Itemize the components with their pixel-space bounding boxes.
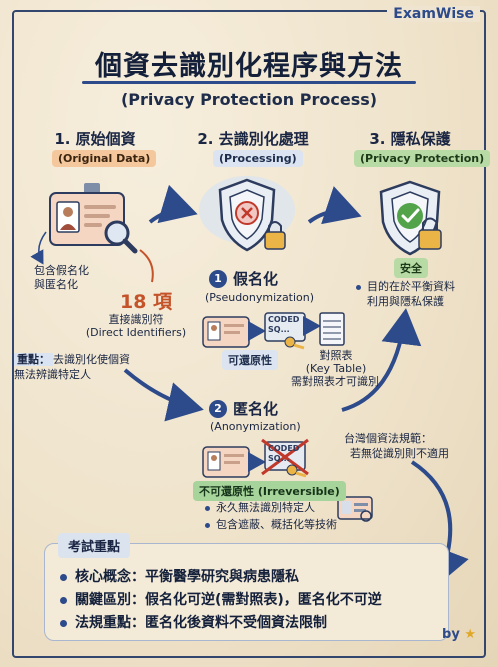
shield-x-icon xyxy=(199,176,295,252)
arrow-stage2-to-3 xyxy=(307,186,362,225)
brand-logo: ExamWise xyxy=(387,6,480,22)
anon-bullet-2: 包含遮蔽、概括化等技術 xyxy=(205,517,337,532)
taiwan-law-1: 台灣個資法規範： xyxy=(344,432,432,445)
arrow-to-note xyxy=(30,231,47,265)
taiwan-law-2: 若無從識別則不適用 xyxy=(350,447,449,460)
exam-point-2: 關鍵區別：假名化可逆(需對照表)，匿名化不可逆 xyxy=(60,589,382,609)
anon-en: (Anonymization) xyxy=(210,420,301,433)
keynote-text-1: 去識別化使個資 xyxy=(53,353,130,366)
arrow-to-count xyxy=(139,249,154,283)
masked-card-icon xyxy=(337,496,373,522)
stage-1-tag: (Original Data) xyxy=(52,150,157,167)
crossed-coded-card-icon xyxy=(261,438,309,478)
byline: by ★ xyxy=(442,627,476,642)
page-title: 個資去識別化程序與方法 xyxy=(95,51,403,82)
magnifier-icon xyxy=(104,220,138,254)
pseudo-id-card-icon xyxy=(202,316,250,348)
keynote-tag: 重點： xyxy=(14,353,53,366)
direct-identifiers-zh: 直接識別符 xyxy=(108,313,164,326)
stage-1-title: 1. 原始個資 xyxy=(54,130,136,148)
keynote: 重點：去識別化使個資 無法辨識特定人 xyxy=(14,352,192,382)
anon-number: 2 xyxy=(209,400,227,418)
stage-2-tag: (Processing) xyxy=(213,150,303,167)
privacy-purpose-2: 利用與隱私保護 xyxy=(367,295,444,308)
anon-coded: CODED xyxy=(268,444,300,453)
anon-coded-2: SQ... xyxy=(268,454,290,463)
identifier-count: 18 項 xyxy=(120,291,173,313)
exam-points-box xyxy=(44,543,449,641)
key-table-note: 需對照表才可識別 xyxy=(291,375,379,388)
safe-badge: 安全 xyxy=(394,258,428,278)
anon-title: 匿名化 xyxy=(233,400,279,418)
shield-check-icon xyxy=(379,180,442,256)
anon-irreversible-badge: 不可還原性 (Irreversible) xyxy=(193,481,346,501)
direct-identifiers-en: (Direct Identifiers) xyxy=(85,326,187,339)
pseudo-en: (Pseudonymization) xyxy=(205,291,315,304)
anon-id-card-icon xyxy=(202,446,250,478)
arrow-keynote-to-anon xyxy=(123,368,204,422)
key-table-zh: 對照表 xyxy=(319,349,353,362)
exam-points-title: 考試重點 xyxy=(58,533,131,558)
stage-2-title: 2. 去識別化處理 xyxy=(197,130,309,148)
pseudo-number: 1 xyxy=(209,270,227,288)
stage-3-tag: (Privacy Protection) xyxy=(354,150,491,167)
coded-card-icon xyxy=(264,312,306,350)
pseudo-reversible-badge: 可還原性 xyxy=(222,350,278,370)
pseudo-title: 假名化 xyxy=(233,270,279,288)
anon-bullet-1: 永久無法識別特定人 xyxy=(205,500,315,515)
exam-point-1: 核心概念：平衡醫學研究與病患隱私 xyxy=(60,566,299,586)
page-frame xyxy=(12,10,486,658)
exam-point-3: 法規重點：匿名化後資料不受個資法限制 xyxy=(60,612,327,632)
key-table-en: (Key Table) xyxy=(305,362,367,375)
page-subtitle: (Privacy Protection Process) xyxy=(120,90,378,109)
title-underline xyxy=(82,81,416,84)
pseudo-coded: CODED xyxy=(268,315,300,324)
stage-3-title: 3. 隱私保護 xyxy=(369,130,451,148)
arrow-stage1-to-2 xyxy=(148,184,198,224)
arrow-anon-to-privacy xyxy=(341,308,422,412)
original-note: 包含假名化 與匿名化 xyxy=(34,264,89,291)
privacy-purpose-1: 目的在於平衡資料 xyxy=(356,279,455,294)
pseudo-coded-2: SQ... xyxy=(268,325,290,334)
key-table-icon xyxy=(319,312,345,346)
keynote-text-2: 無法辨識特定人 xyxy=(14,368,91,381)
